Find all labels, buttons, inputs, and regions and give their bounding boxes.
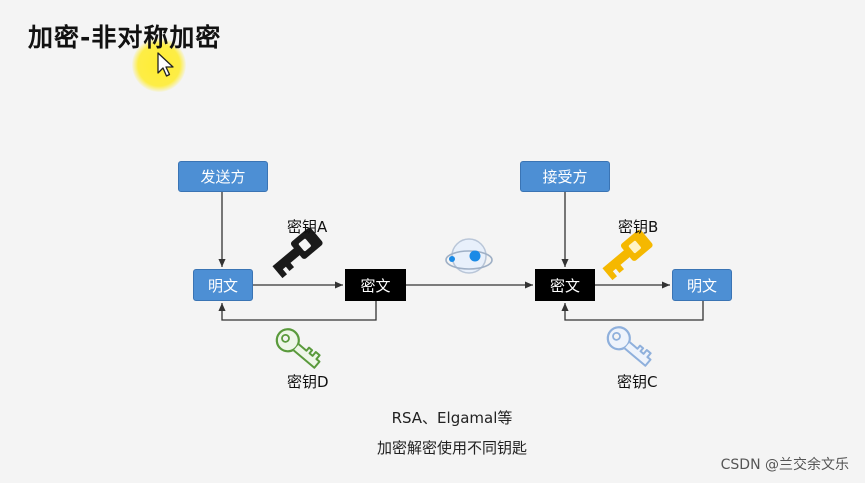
caption-algorithms: RSA、Elgamal等: [391, 409, 513, 427]
plaintext-left-label: 明文: [207, 276, 238, 295]
key-a-label: 密钥A: [287, 218, 328, 236]
arrow-ciphertext-back-to-plaintext: [218, 301, 377, 321]
receiver-box: 接受方: [520, 161, 610, 192]
key-b-icon: [602, 229, 653, 281]
caption-description: 加密解密使用不同钥匙: [376, 439, 527, 457]
ciphertext-left-box: 密文: [345, 269, 406, 301]
key-b-label: 密钥B: [618, 218, 659, 236]
sender-label: 发送方: [200, 168, 246, 186]
plaintext-left-box: 明文: [193, 269, 253, 301]
key-d-icon: [275, 328, 321, 369]
key-a-icon: [272, 227, 323, 279]
key-d-label: 密钥D: [287, 373, 329, 391]
receiver-label: 接受方: [542, 168, 588, 186]
mouse-pointer-icon: [157, 52, 174, 77]
watermark: CSDN @兰交余文乐: [720, 457, 849, 473]
network-globe-icon: [445, 238, 493, 274]
ciphertext-left-label: 密文: [360, 276, 391, 295]
arrow-plaintext-back-to-ciphertext: [561, 301, 704, 321]
key-c-label: 密钥C: [617, 373, 658, 391]
key-c-icon: [606, 326, 652, 367]
page-title: 加密-非对称加密: [28, 23, 222, 52]
plaintext-right-box: 明文: [672, 269, 732, 301]
plaintext-right-label: 明文: [686, 276, 717, 295]
sender-box: 发送方: [178, 161, 268, 192]
ciphertext-right-box: 密文: [535, 269, 595, 301]
ciphertext-right-label: 密文: [549, 276, 580, 295]
